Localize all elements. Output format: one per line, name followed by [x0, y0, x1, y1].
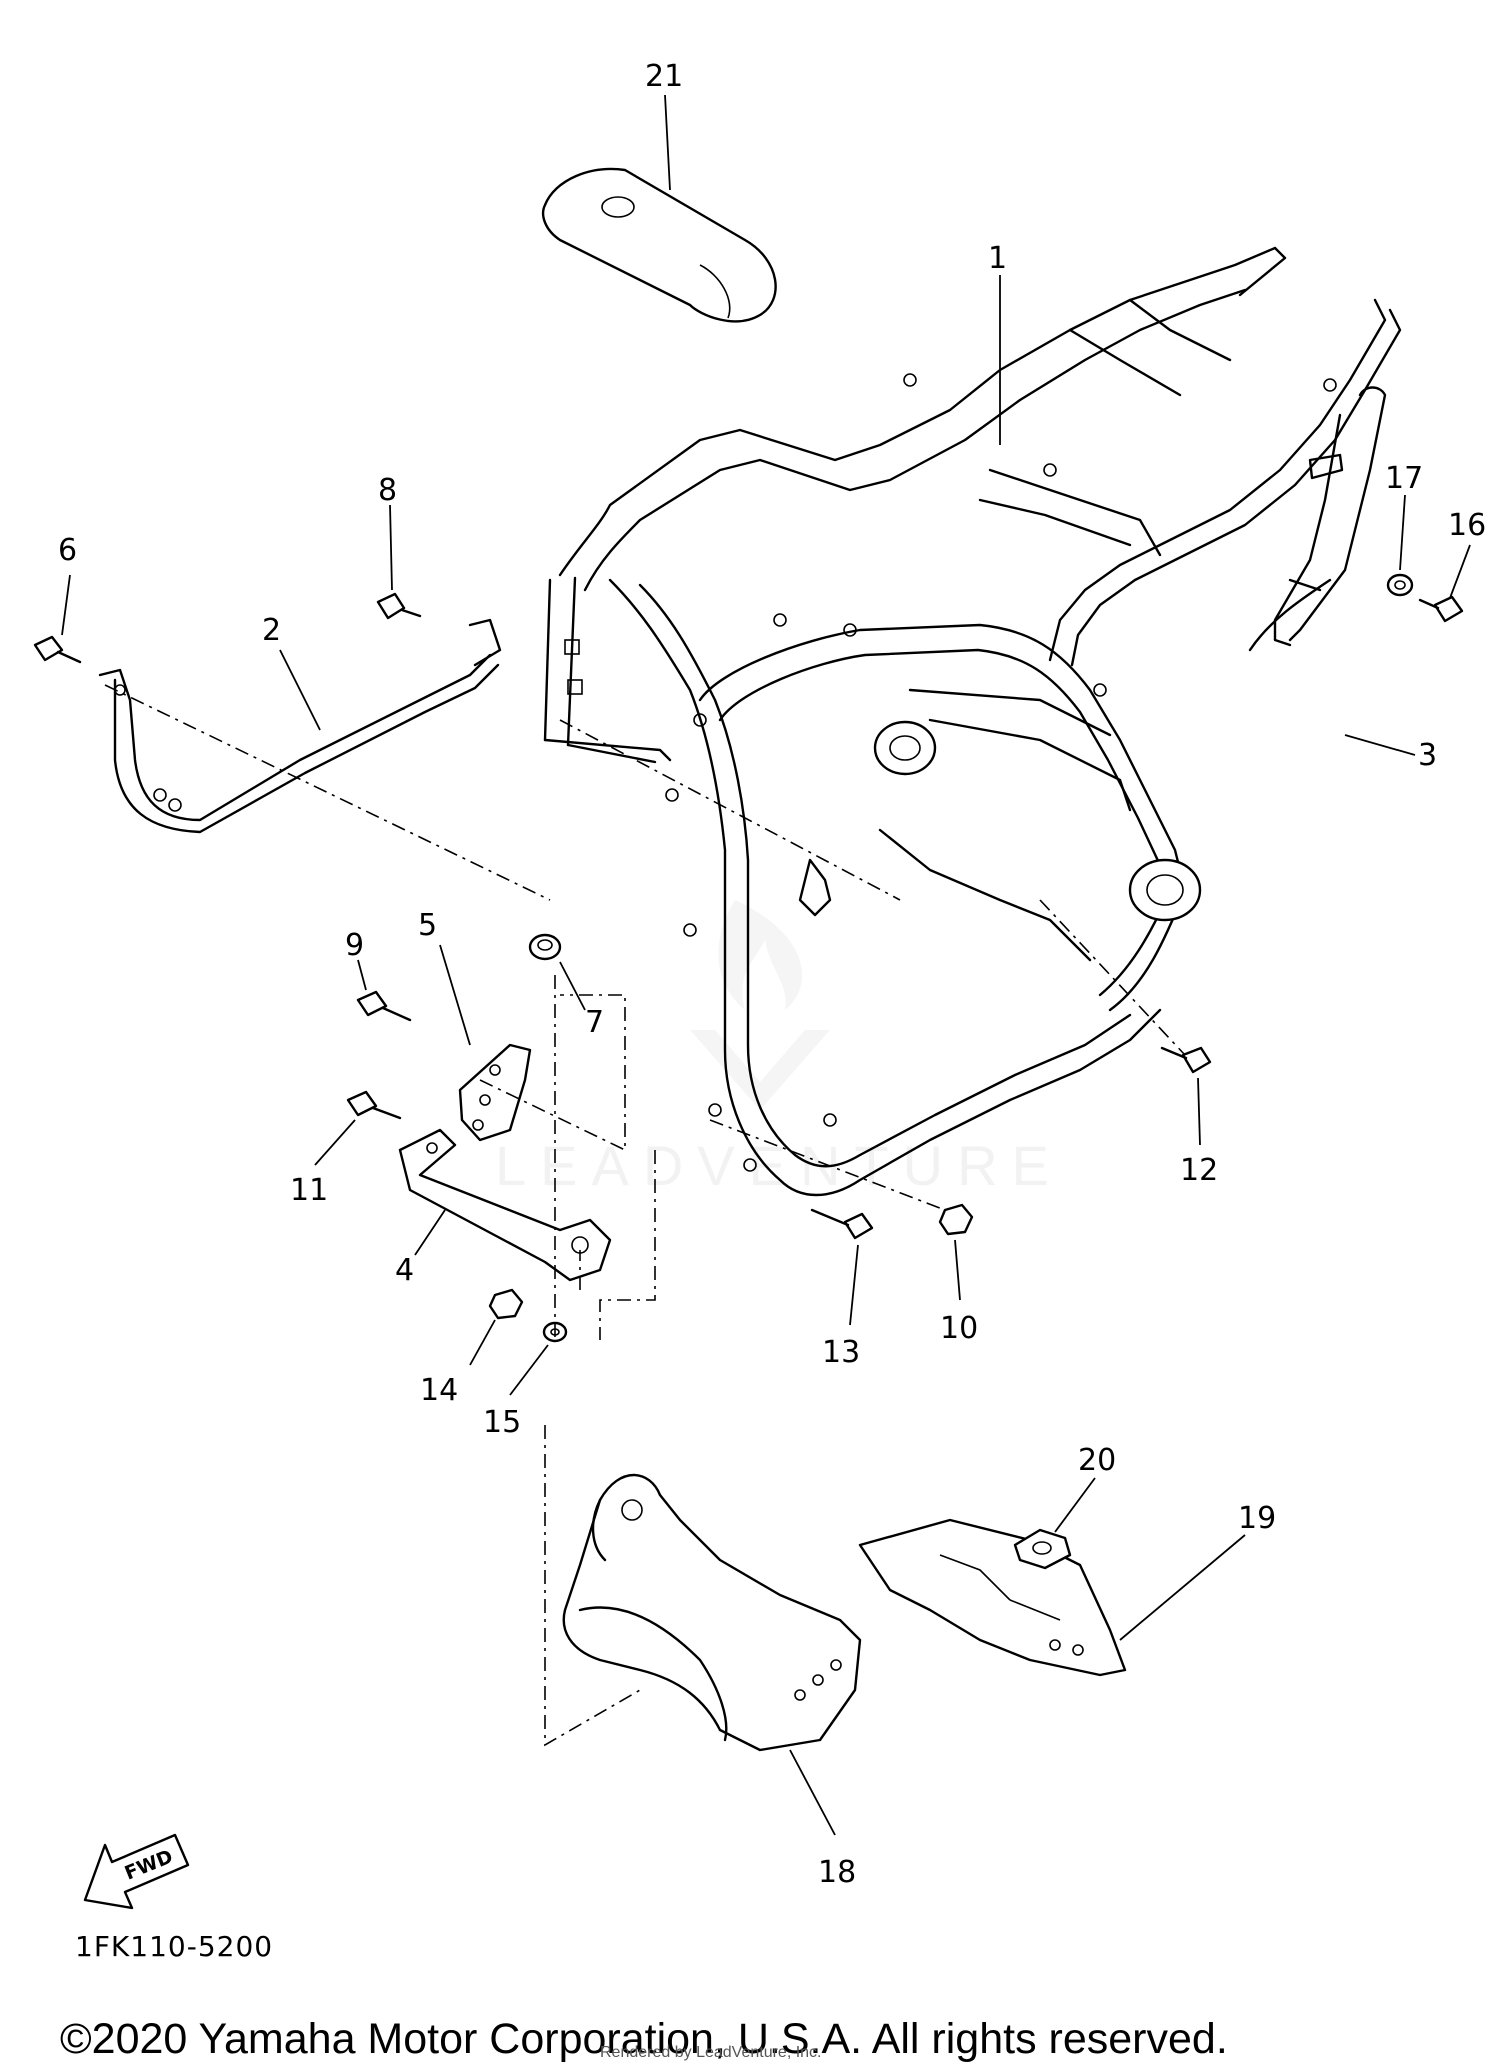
part-6-bolt — [33, 635, 82, 664]
part-1-main-frame — [543, 246, 1402, 1197]
part-13-bolt — [810, 1208, 874, 1240]
watermark-logo: LEADVENTURE — [495, 900, 1063, 1197]
part-17-washer — [1386, 573, 1414, 597]
callout-7: 7 — [585, 1005, 604, 1040]
part-10-nut — [938, 1203, 974, 1236]
callout-6: 6 — [58, 533, 77, 568]
part-21-seat-pad — [541, 167, 777, 323]
part-3-rear-stay — [1273, 386, 1387, 647]
fwd-arrow: FWD — [83, 1833, 190, 1910]
callout-20: 20 — [1078, 1443, 1116, 1478]
part-12-bolt — [1160, 1046, 1212, 1074]
rendered-by-notice: Rendered by LeadVenture, Inc. — [600, 2044, 822, 2061]
diagram-code: 1FK110-5200 — [75, 1930, 274, 1963]
part-19-side-cover — [858, 1518, 1127, 1677]
assembly-lines — [104, 684, 1186, 1747]
callout-9: 9 — [345, 928, 364, 963]
callout-1: 1 — [988, 241, 1007, 276]
part-14-nut — [488, 1288, 524, 1320]
callout-17: 17 — [1385, 461, 1423, 496]
callout-11: 11 — [290, 1173, 328, 1208]
part-20-clip — [1013, 1528, 1072, 1570]
part-5-plate-bracket — [458, 1043, 532, 1142]
callout-3: 3 — [1418, 738, 1437, 773]
callout-12: 12 — [1180, 1153, 1218, 1188]
part-8-bolt — [376, 592, 422, 620]
part-7-collar — [528, 933, 562, 961]
callout-18: 18 — [818, 1855, 856, 1890]
leader-lines — [61, 94, 1471, 1836]
part-16-bolt — [1418, 595, 1464, 623]
callout-16: 16 — [1448, 508, 1486, 543]
callout-4: 4 — [395, 1253, 414, 1288]
callout-2: 2 — [262, 613, 281, 648]
watermark-text: LEADVENTURE — [495, 1134, 1063, 1197]
part-2-front-downtube — [98, 618, 502, 834]
callout-21: 21 — [645, 59, 683, 94]
copyright-notice: ©2020 Yamaha Motor Corporation, U.S.A. A… — [60, 2015, 1228, 2063]
callout-14: 14 — [420, 1373, 458, 1408]
callout-labels: 21 1 2 3 4 5 6 7 8 9 10 11 12 13 14 15 1… — [58, 59, 1486, 1890]
part-18-lower-cover — [562, 1473, 862, 1752]
callout-19: 19 — [1238, 1501, 1276, 1536]
callout-5: 5 — [418, 908, 437, 943]
part-11-bolt — [346, 1090, 402, 1120]
callout-15: 15 — [483, 1405, 521, 1440]
callout-8: 8 — [378, 473, 397, 508]
part-9-bolt — [356, 990, 412, 1022]
callout-13: 13 — [822, 1335, 860, 1370]
callout-10: 10 — [940, 1311, 978, 1346]
